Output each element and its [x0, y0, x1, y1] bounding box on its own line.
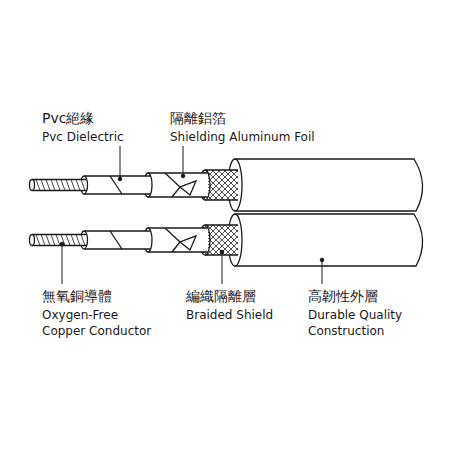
copper-strand [46, 180, 50, 191]
cable [30, 214, 423, 266]
copper-strand [56, 235, 60, 246]
leader-dot [60, 242, 64, 246]
leader-dot [181, 174, 185, 178]
pvc-insulation [81, 176, 151, 194]
copper-conductor-edge [32, 235, 86, 246]
copper-conductor-end [30, 180, 35, 191]
pvc-insulation-body [84, 176, 150, 194]
copper-strand [51, 180, 55, 191]
part-name-chinese: 隔離鋁箔 [170, 110, 226, 126]
leader-line [62, 244, 63, 284]
copper-conductor [30, 235, 87, 246]
part-name-english: Durable Quality Construction [308, 307, 438, 339]
part-name-english: Braided Shield [186, 307, 273, 323]
leader-dot [320, 258, 324, 262]
copper-strand [36, 235, 40, 246]
part-name-chinese: 高韌性外層 [308, 288, 378, 304]
foil-flap [180, 181, 196, 195]
leader-line [222, 252, 223, 284]
aluminum-foil [144, 173, 208, 197]
leader-dot [118, 177, 122, 181]
leader-dot [220, 250, 224, 254]
copper-strand [41, 180, 45, 191]
pvc-insulation-edge [84, 231, 150, 249]
copper-conductor [30, 180, 87, 191]
copper-conductor-edge [32, 180, 86, 191]
copper-strand [56, 180, 60, 191]
foil-cut [165, 173, 196, 197]
foil-cut [165, 228, 196, 252]
copper-strand [66, 180, 70, 191]
foil-flap [180, 236, 196, 250]
pvc-insulation-edge [84, 176, 150, 194]
pvc-insulation [81, 231, 151, 249]
part-name-chinese: Pvc絕緣 [42, 110, 94, 126]
outer-jacket [235, 214, 423, 266]
leader-line [120, 146, 121, 179]
copper-strand [41, 235, 45, 246]
part-name-chinese: 編織隔離層 [186, 288, 256, 304]
aluminum-foil-edge [148, 173, 208, 197]
copper-strand [71, 235, 75, 246]
leader-line [183, 146, 184, 176]
pvc-insulation-body [84, 231, 150, 249]
part-name-english: Pvc Dielectric [42, 129, 124, 145]
part-name-english: Shielding Aluminum Foil [170, 129, 315, 145]
copper-strand [76, 180, 80, 191]
leader-line [322, 260, 323, 284]
copper-strand [76, 235, 80, 246]
copper-strand [71, 180, 75, 191]
copper-strand [61, 235, 65, 246]
aluminum-foil [144, 228, 208, 252]
copper-strand [46, 235, 50, 246]
copper-conductor-end [30, 235, 35, 246]
insulation-cut [110, 231, 122, 249]
copper-strand [66, 235, 70, 246]
copper-conductor-body [32, 235, 86, 246]
part-name-english: Oxygen-Free Copper Conductor [42, 307, 154, 339]
insulation-cut [110, 176, 122, 194]
copper-strand [81, 180, 85, 191]
aluminum-foil-edge [148, 228, 208, 252]
aluminum-foil-body [148, 228, 208, 252]
copper-conductor-body [32, 180, 86, 191]
copper-strand [81, 235, 85, 246]
copper-strand [36, 180, 40, 191]
cable [30, 159, 423, 211]
part-name-chinese: 無氧銅導體 [42, 288, 112, 304]
aluminum-foil-body [148, 173, 208, 197]
copper-strand [51, 235, 55, 246]
outer-jacket [235, 159, 423, 211]
copper-strand [61, 180, 65, 191]
